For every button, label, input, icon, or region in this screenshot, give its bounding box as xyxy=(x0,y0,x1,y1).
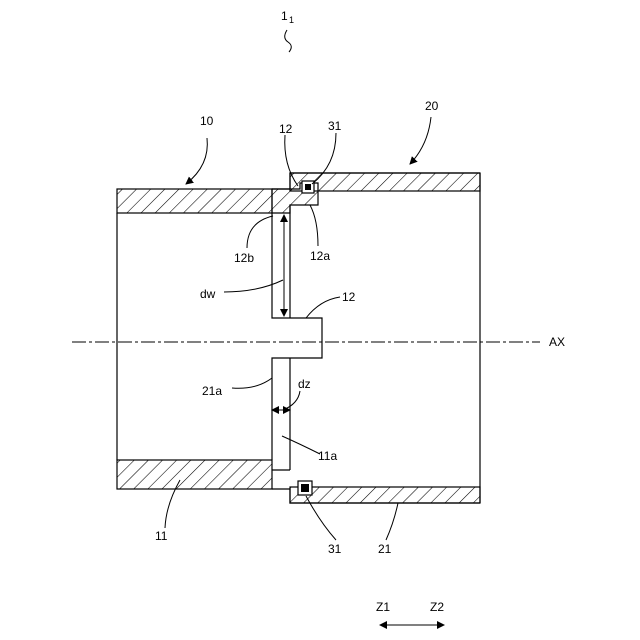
figure-ref-squiggle xyxy=(285,30,292,52)
label-dw: dw xyxy=(200,287,216,301)
leader-12b xyxy=(247,216,273,248)
label-20: 20 xyxy=(425,99,439,113)
label-dz: dz xyxy=(298,377,311,391)
seal-31-top-core xyxy=(305,184,311,190)
label-11a: 11a xyxy=(318,449,337,463)
pipe-10-top-wall xyxy=(117,189,272,213)
seal-31-bottom-core xyxy=(301,484,309,492)
leader-11a xyxy=(282,436,320,454)
label-12a: 12a xyxy=(310,249,330,263)
leader-12-mid xyxy=(306,297,340,318)
label-dir-z2: Z2 xyxy=(430,600,444,614)
label-12-mid: 12 xyxy=(342,290,356,304)
pipe-21-bottom-wall xyxy=(290,487,480,503)
leader-21 xyxy=(386,503,398,540)
leader-12a xyxy=(310,205,318,246)
pipe-20-top-wall xyxy=(290,173,480,191)
label-12b: 12b xyxy=(234,251,254,265)
label-31-bottom: 31 xyxy=(328,542,342,556)
label-11: 11 xyxy=(155,529,168,543)
label-axis: AX xyxy=(549,335,565,349)
leader-10 xyxy=(186,138,207,184)
leader-dz xyxy=(283,391,300,410)
pipe-11-bottom-wall xyxy=(117,460,272,489)
label-31-top: 31 xyxy=(328,119,342,133)
leader-21a xyxy=(232,378,272,388)
figure-ref-subscript: 1 xyxy=(289,15,294,25)
label-12-top: 12 xyxy=(279,122,293,136)
figure-ref-number: 1 xyxy=(281,9,288,23)
leader-20 xyxy=(410,117,431,164)
label-21: 21 xyxy=(378,542,392,556)
label-dir-z1: Z1 xyxy=(376,600,390,614)
label-21a: 21a xyxy=(202,384,222,398)
leader-dw xyxy=(224,280,283,292)
figure-ref: 1 1 xyxy=(281,9,294,52)
label-10: 10 xyxy=(200,114,214,128)
